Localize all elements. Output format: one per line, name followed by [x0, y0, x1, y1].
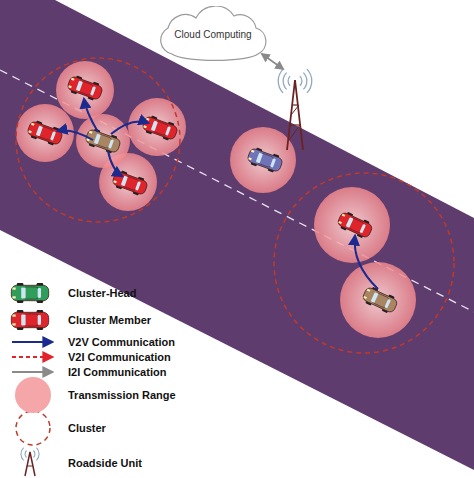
legend-label: Cluster [68, 421, 106, 435]
legend-sample [11, 310, 48, 330]
legend-sample [12, 341, 52, 343]
legend-sample [25, 451, 26, 458]
legend-sample [34, 451, 35, 458]
roadside-unit [278, 69, 312, 150]
roadside-unit [278, 69, 312, 93]
transmission-range [128, 98, 186, 156]
legend-label: V2I Communication [68, 350, 171, 364]
roadside-unit [287, 80, 303, 150]
cluster-boundary [16, 58, 180, 222]
transmission-range [76, 114, 130, 168]
legend-sample [27, 466, 33, 467]
roadside-unit [292, 104, 298, 105]
roadside-unit [290, 124, 300, 125]
legend-label: Cluster-Head [68, 286, 136, 300]
legend-label: Transmission Range [68, 388, 176, 402]
vehicle [336, 210, 374, 241]
vehicle [141, 114, 179, 143]
vehicle [111, 169, 149, 198]
transmission-range [16, 104, 74, 162]
vehicle [246, 146, 284, 175]
legend-sample [21, 448, 39, 461]
cluster-boundary [274, 173, 454, 353]
legend-sample [12, 356, 52, 358]
legend-sample [36, 448, 39, 461]
legend-sample [25, 452, 35, 476]
roadside-unit [278, 69, 283, 93]
legend-sample [11, 283, 52, 476]
roadside-unit [289, 125, 300, 140]
transmission-range [314, 187, 390, 263]
transmission-range [230, 127, 296, 193]
cluster-boundary [16, 58, 454, 353]
cloud-outline [161, 6, 266, 60]
cloud-node: Cloud Computing [152, 6, 274, 64]
vehicle [66, 74, 104, 103]
roadside-unit [283, 73, 286, 90]
legend-label: Cluster Member [68, 313, 151, 327]
transmission-range [16, 61, 416, 338]
legend-sample [12, 371, 52, 373]
roadside-unit [288, 76, 290, 86]
roadside-unit [291, 105, 299, 115]
v2v-arrow [111, 121, 148, 134]
legend-sample [21, 448, 24, 461]
node-label: Cloud Computing [174, 29, 251, 41]
v2v-arrow [58, 99, 378, 289]
vehicle [361, 285, 399, 316]
transmission-range [56, 61, 114, 119]
node-text-group: Cloud Computing [152, 6, 274, 64]
vehicle [26, 119, 64, 148]
v2v-arrow [355, 236, 378, 289]
legend-label: I2I Communication [68, 365, 166, 379]
legend-label: V2V Communication [68, 335, 175, 349]
roadside-unit [300, 76, 302, 86]
roadside-unit [303, 73, 306, 90]
legend-sample [16, 411, 50, 445]
v2v-arrow [84, 99, 98, 132]
roadside-unit [307, 69, 312, 93]
legend-sample [11, 283, 48, 303]
legend-label: Roadside Unit [68, 456, 142, 470]
i2i-arrow [262, 54, 283, 69]
v2v-arrow [58, 130, 93, 140]
legend-swatch [15, 377, 51, 413]
legend-sample [21, 448, 39, 476]
vehicle [26, 74, 399, 316]
v2v-arrow [108, 151, 122, 176]
transmission-range [340, 262, 416, 338]
